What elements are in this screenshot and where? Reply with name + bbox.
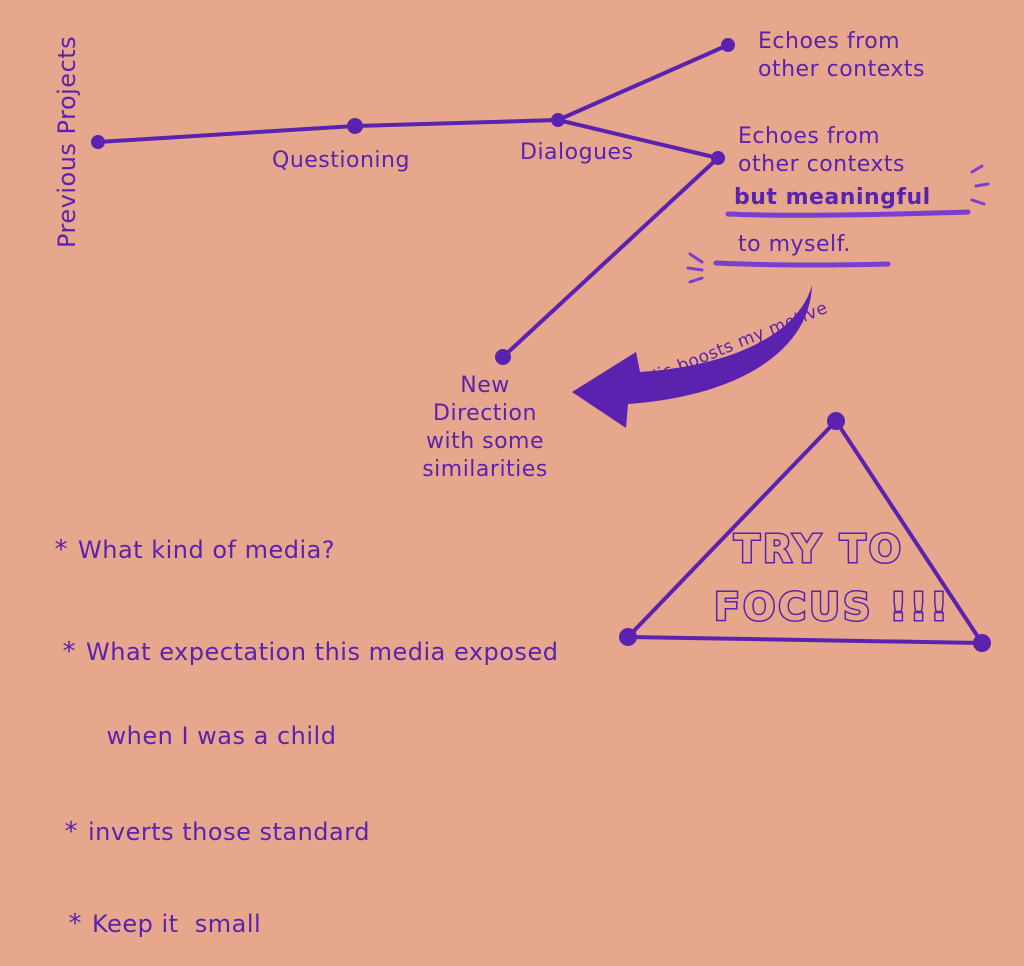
label-echoes: Echoes from other contexts <box>758 29 925 82</box>
note-text: when I was a child <box>106 722 337 750</box>
focus-triangle <box>626 419 984 645</box>
note-item: * inverts those standard <box>32 790 642 874</box>
note-text: What expectation this media exposed <box>86 638 559 666</box>
bullet-asterisk: * <box>62 637 77 667</box>
bullet-asterisk: * <box>68 909 83 939</box>
underline-myself <box>713 260 891 268</box>
note-text: inverts those standard <box>88 818 370 846</box>
node-new-direction <box>495 349 511 365</box>
note-item: * Keep it small <box>36 882 642 966</box>
label-echoes-meaningful-4: to myself. <box>738 232 851 257</box>
node-dialogues <box>551 113 565 127</box>
triangle-vertex-top <box>827 412 845 430</box>
label-previous-projects: Previous Projects <box>53 35 81 248</box>
diagram-canvas <box>91 38 991 652</box>
branch-echoes-line <box>556 43 730 122</box>
focus-text: TRY TO FOCUS !!! <box>713 526 951 631</box>
bullet-asterisk: * <box>54 535 69 565</box>
branch-meaningful-line <box>556 118 720 160</box>
note-item: * What kind of media? <box>22 508 642 592</box>
triangle-vertex-left <box>619 628 637 646</box>
curved-arrow <box>572 285 812 428</box>
triangle-vertex-right <box>973 634 991 652</box>
bullet-asterisk: * <box>64 817 79 847</box>
label-new-direction: New Direction with some similarities <box>422 373 548 482</box>
label-questioning: Questioning <box>272 148 410 173</box>
note-text: Keep it small <box>92 910 262 938</box>
node-questioning <box>347 118 363 134</box>
emphasis-ticks-right <box>970 164 990 206</box>
node-echoes-meaningful <box>711 151 725 165</box>
notes-list: * What kind of media? * What expectation t… <box>22 508 642 966</box>
new-direction-line <box>501 156 720 359</box>
note-text: What kind of media? <box>78 536 336 564</box>
label-echoes-meaningful-3: but meaningful <box>734 185 931 210</box>
underline-meaningful <box>725 209 971 218</box>
label-dialogues: Dialogues <box>520 140 634 165</box>
note-item: * What expectation this media exposed <box>30 610 642 694</box>
label-echoes-meaningful-1: Echoes from <box>738 124 881 149</box>
timeline-line <box>96 118 560 144</box>
label-echoes-meaningful-2: other contexts <box>738 152 905 177</box>
emphasis-ticks-left <box>686 252 704 284</box>
node-previous-projects <box>91 135 105 149</box>
note-item: when I was a child <box>64 694 642 778</box>
node-echoes <box>721 38 735 52</box>
